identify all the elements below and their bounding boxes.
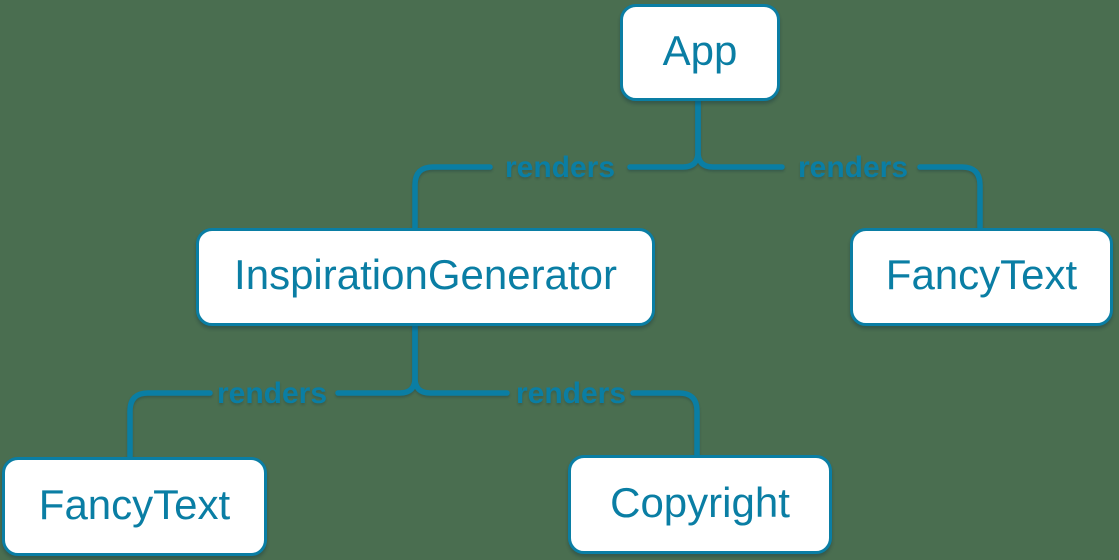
edge-label-inspirationgenerator-fancytext: renders [216,377,328,410]
node-app: App [620,4,780,101]
node-fancy-text-top: FancyText [850,228,1113,326]
node-fancy-text-top-label: FancyText [885,251,1078,298]
node-copyright: Copyright [568,455,832,554]
edge-inspirationgenerator-to-copyright [412,323,700,458]
node-inspiration-generator-label: InspirationGenerator [234,251,617,298]
node-inspiration-generator: InspirationGenerator [196,228,655,326]
node-fancy-text-bottom-label: FancyText [38,480,231,528]
edge-app-to-fancytext [695,98,983,231]
edge-label-app-fancytext: renders [797,151,909,184]
node-fancy-text-bottom: FancyText [2,457,267,556]
node-copyright-label: Copyright [610,478,790,526]
edge-label-app-inspirationgenerator: renders [504,151,616,184]
node-app-label: App [662,26,738,74]
edge-label-inspirationgenerator-copyright: renders [515,377,627,410]
